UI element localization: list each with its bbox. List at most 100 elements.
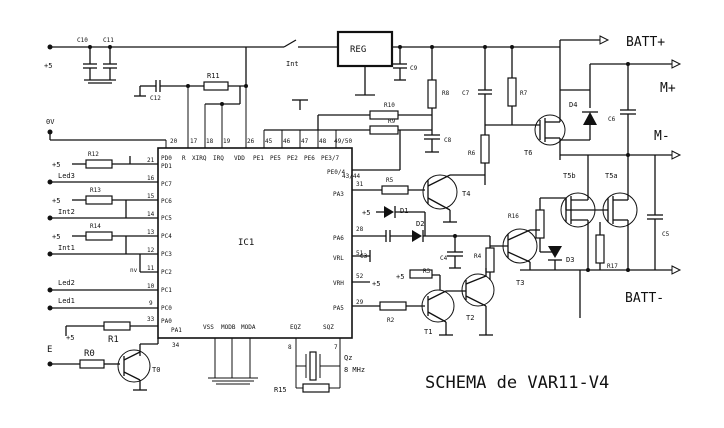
led1-label: Led1: [58, 297, 75, 305]
r14-resistor: [85, 231, 113, 241]
r11-label: R11: [207, 72, 220, 80]
plus5-r12-label: +5: [52, 161, 60, 169]
t5b-label: T5b: [563, 172, 576, 180]
t1-label: T1: [424, 328, 432, 336]
t4-transistor: [352, 174, 485, 223]
pin-7: 7: [334, 344, 338, 351]
pin-13: 13: [147, 229, 155, 236]
sig-pc0: PC0: [161, 305, 172, 312]
c8-label: C8: [444, 137, 452, 144]
pin-18: 18: [206, 138, 214, 145]
r6-label: R6: [468, 150, 476, 157]
zero-volt-rail: [49, 132, 166, 141]
r2-resistor: [379, 301, 407, 311]
sig-pd1: PD1: [161, 163, 172, 170]
sig-vrl: VRL: [333, 255, 344, 262]
sig-pa1: PA1: [171, 327, 182, 334]
pin-16: 16: [147, 175, 155, 182]
pin-9: 9: [149, 300, 153, 307]
r8-resistor: [427, 79, 437, 109]
r16-r17: [539, 197, 608, 270]
sig-pe37: PE3/7: [321, 155, 339, 162]
top-rail: [50, 39, 600, 90]
d4-label: D4: [569, 101, 577, 109]
sig-pe5: PE5: [270, 155, 281, 162]
sig-moda: MODA: [241, 324, 256, 331]
sig-pc2: PC2: [161, 269, 172, 276]
pin-19: 19: [223, 138, 231, 145]
int2-label: Int2: [58, 208, 75, 216]
r6-resistor: [480, 134, 490, 164]
pin-43-44: 43/44: [342, 173, 360, 180]
sig-pe1: PE1: [253, 155, 264, 162]
ic1-top-pins: [165, 86, 337, 148]
r1-label: R1: [108, 335, 119, 345]
sig-irq: IRQ: [213, 155, 224, 162]
sig-pa6: PA6: [333, 235, 344, 242]
c6-label: C6: [608, 116, 616, 123]
t3-transistor: [489, 228, 562, 280]
plus5-vrh-label: +5: [372, 280, 380, 288]
pin-28: 28: [356, 226, 364, 233]
batt-plus-label: BATT+: [626, 35, 665, 50]
plus5-node: [47, 44, 53, 50]
plus5-r14-label: +5: [52, 233, 60, 241]
t6-label: T6: [524, 149, 532, 157]
qz-label: Qz: [344, 354, 352, 362]
pin-46: 46: [283, 138, 291, 145]
r16-resistor: [535, 209, 545, 239]
r14-label: R14: [90, 223, 101, 230]
sig-pc1: PC1: [161, 287, 172, 294]
r17-resistor: [595, 234, 605, 264]
d3-label: D3: [566, 256, 574, 264]
e-label: E: [47, 345, 52, 355]
t2-label: T2: [466, 314, 474, 322]
c3-label: C3: [360, 253, 368, 260]
sig-pd0: PD0: [161, 155, 172, 162]
t6-mosfet: [534, 90, 566, 160]
c5-cap: [647, 155, 663, 270]
pin-8: 8: [288, 344, 292, 351]
pin-17: 17: [190, 138, 198, 145]
qz-freq-label: 8 MHz: [344, 366, 365, 374]
r5-resistor: [381, 185, 409, 195]
m-minus-label: M-: [654, 129, 670, 144]
c10-c11-caps: [83, 47, 117, 84]
r4-resistor: [485, 247, 495, 273]
r4-label: R4: [474, 253, 482, 260]
c11-label: C11: [103, 37, 114, 44]
ic1-body: [157, 147, 353, 339]
r12-resistor: [85, 159, 113, 169]
ic1-bottom-wires: [208, 338, 341, 389]
t0-label: T0: [152, 366, 160, 374]
sig-pc4: PC4: [161, 233, 172, 240]
r9-label: R9: [388, 118, 396, 125]
pin-31: 31: [356, 181, 364, 188]
led2-label: Led2: [58, 279, 75, 287]
reg-label: REG: [350, 45, 366, 55]
pin-33: 33: [147, 316, 155, 323]
r13-resistor: [85, 195, 113, 205]
sig-pe2: PE2: [287, 155, 298, 162]
pin-51: 51: [356, 250, 364, 257]
t4-label: T4: [462, 190, 470, 198]
r13-label: R13: [90, 187, 101, 194]
schema-title: SCHEMA de VAR11-V4: [425, 373, 609, 393]
sig-sqz: SQZ: [323, 324, 334, 331]
pin-15: 15: [147, 193, 155, 200]
c6-cap: [620, 64, 636, 155]
ic1-label: IC1: [238, 238, 254, 248]
pin-49-50: 49/50: [334, 138, 352, 145]
zero-volt-label: 0V: [46, 118, 55, 126]
r12-line: [72, 156, 158, 165]
r15-label: R15: [274, 386, 287, 394]
pin-11: 11: [147, 265, 155, 272]
int-switch-label: Int: [286, 60, 299, 68]
sig-pa3: PA3: [333, 191, 344, 198]
r9-resistor: [369, 125, 399, 135]
sig-pc5: PC5: [161, 215, 172, 222]
r13-line: [50, 199, 158, 219]
batt-minus-rail: [520, 265, 682, 318]
pin-29: 29: [356, 299, 364, 306]
